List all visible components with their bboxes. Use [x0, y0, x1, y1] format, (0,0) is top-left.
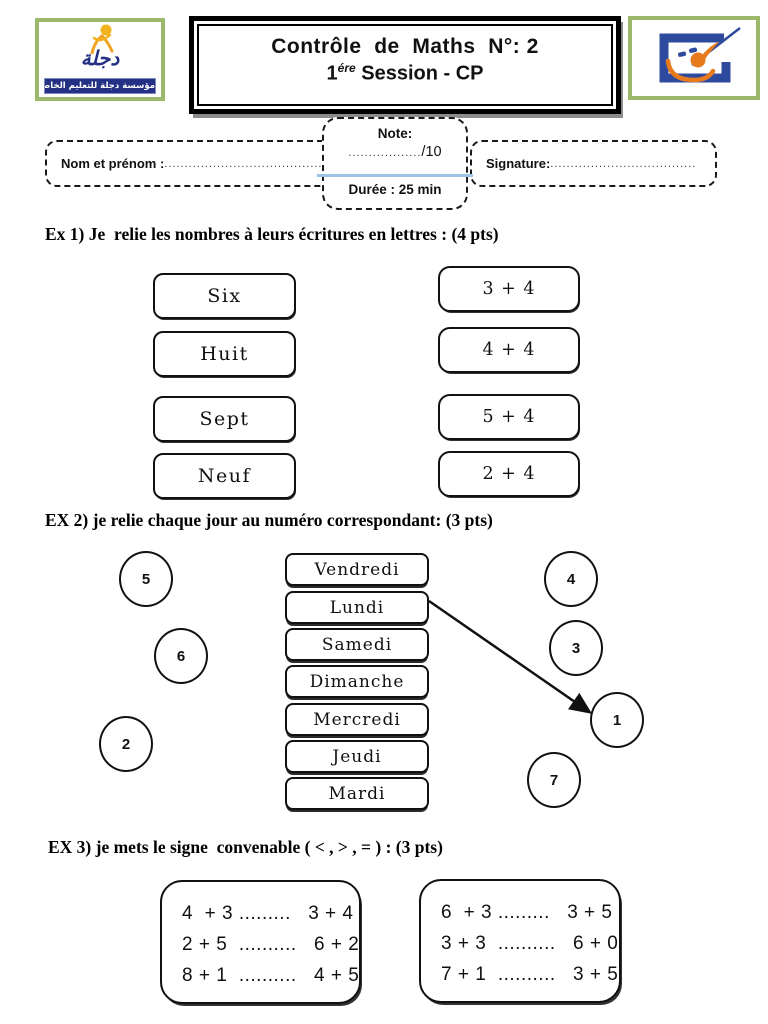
- grade-label: Note:: [377, 126, 413, 141]
- session-label: Session - CP: [355, 62, 484, 85]
- ex2-circle-6: 6: [154, 628, 208, 684]
- ex2-circle-3: 3: [549, 620, 603, 676]
- school-logo: دجلة مؤسسة دجلة للتعليم الخاص: [35, 18, 165, 101]
- ex1-sum-4plus4: 4 + 4: [438, 327, 580, 373]
- ex1-sum-3plus4: 3 + 4: [438, 266, 580, 312]
- ex3-right-row-1: 6 + 3 ......... 3 + 5: [441, 902, 613, 923]
- name-dotted-line: ........................................…: [164, 157, 335, 170]
- ex1-word-sept: Sept: [153, 396, 296, 442]
- ex2-circle-7: 7: [527, 752, 581, 808]
- school-logo-figure-icon: [90, 24, 114, 54]
- grade-dotted-line: ..................: [348, 147, 422, 159]
- ex1-sum-5plus4: 5 + 4: [438, 394, 580, 440]
- institution-logo-icon: [659, 27, 741, 83]
- exercise-1-heading: Ex 1) Je relie les nombres à leurs écrit…: [45, 224, 499, 244]
- exercise-3-heading: EX 3) je mets le signe convenable ( < , …: [48, 837, 443, 857]
- ex1-word-six: Six: [153, 273, 296, 319]
- ex2-day-mercredi: Mercredi: [285, 703, 429, 736]
- ex3-right-box: 6 + 3 ......... 3 + 5 3 + 3 .......... 6…: [419, 879, 621, 1003]
- name-label: Nom et prénom :: [61, 156, 165, 171]
- session-ordinal-suffix: ére: [337, 61, 356, 75]
- ex2-circle-5: 5: [119, 551, 173, 607]
- signature-field-box: Signature:..............................…: [470, 140, 717, 187]
- ex1-word-neuf: Neuf: [153, 453, 296, 499]
- ex3-left-row-3: 8 + 1 .......... 4 + 5: [182, 965, 360, 986]
- ex1-word-huit: Huit: [153, 331, 296, 377]
- ex2-day-dimanche: Dimanche: [285, 665, 429, 698]
- grade-box-divider: [317, 174, 473, 177]
- ex3-right-row-2: 3 + 3 .......... 6 + 0: [441, 933, 619, 954]
- ex1-sum-2plus4: 2 + 4: [438, 451, 580, 497]
- ex2-day-mardi: Mardi: [285, 777, 429, 810]
- ex2-day-lundi: Lundi: [285, 591, 429, 624]
- school-logo-banner-text: مؤسسة دجلة للتعليم الخاص: [44, 78, 156, 94]
- exam-session: 1ére Session - CP: [327, 61, 484, 86]
- ex2-day-vendredi: Vendredi: [285, 553, 429, 586]
- exam-title: Contrôle de Maths N°: 2: [271, 35, 539, 58]
- ex2-circle-1: 1: [590, 692, 644, 748]
- ex2-circle-2: 2: [99, 716, 153, 772]
- signature-dotted-line: ....................................: [550, 157, 697, 170]
- ex2-circle-4: 4: [544, 551, 598, 607]
- duration-label: Durée : 25 min: [348, 182, 442, 197]
- ex2-day-samedi: Samedi: [285, 628, 429, 661]
- institution-logo: [628, 16, 760, 100]
- grade-denominator: /10: [421, 144, 442, 160]
- school-logo-calligraphy: دجلة: [80, 46, 120, 70]
- grade-line: ................../10: [348, 144, 441, 160]
- ex2-day-jeudi: Jeudi: [285, 740, 429, 773]
- ex3-right-row-3: 7 + 1 .......... 3 + 5: [441, 964, 619, 985]
- ex3-left-box: 4 + 3 ......... 3 + 4 2 + 5 .......... 6…: [160, 880, 361, 1004]
- ex3-left-row-1: 4 + 3 ......... 3 + 4: [182, 903, 354, 924]
- session-number: 1: [326, 62, 338, 85]
- ex3-left-row-2: 2 + 5 .......... 6 + 2: [182, 934, 360, 955]
- signature-label: Signature:: [486, 156, 551, 171]
- exam-title-box: Contrôle de Maths N°: 2 1ére Session - C…: [197, 24, 613, 106]
- grade-box: Note: ................../10 Durée : 25 m…: [317, 117, 473, 210]
- exercise-2-heading: EX 2) je relie chaque jour au numéro cor…: [45, 510, 493, 530]
- name-field-box: Nom et prénom :.........................…: [45, 140, 337, 187]
